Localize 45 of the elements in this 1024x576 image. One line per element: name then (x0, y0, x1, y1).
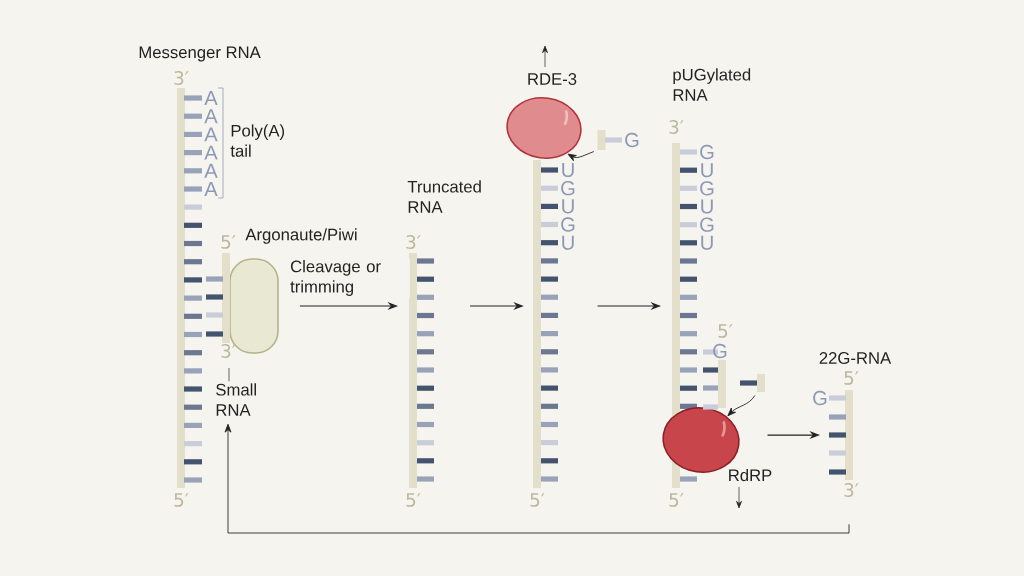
base-letter: A (204, 109, 218, 124)
base-letter: A (204, 145, 218, 160)
base-letter: G (713, 343, 727, 359)
text-label: Argonaute/Piwi (245, 228, 357, 244)
end-label: 3′ (844, 483, 859, 497)
end-label: 5′ (844, 371, 859, 385)
base-letter: G (625, 132, 639, 148)
base-letter: U (562, 199, 574, 214)
base-letter: G (700, 144, 714, 160)
base-letter: G (561, 217, 575, 232)
text-label: pUGylated RNA (673, 68, 751, 101)
arrow (567, 151, 595, 162)
base-letter: A (204, 182, 218, 196)
end-label: 3′ (221, 344, 236, 358)
arrow (224, 423, 850, 534)
text-label: Poly(A) tail (230, 124, 285, 157)
end-label: 5′ (221, 235, 236, 249)
end-label: 3′ (669, 120, 684, 134)
end-label: 5′ (530, 493, 545, 507)
base-letter: U (701, 163, 713, 178)
nucleotide (740, 374, 765, 392)
base-letter: A (204, 163, 218, 178)
edge-label: Cleavage or trimming (288, 258, 410, 298)
end-label: 5′ (406, 493, 421, 507)
base-letter: G (561, 181, 575, 196)
text-label: RdRP (729, 468, 772, 482)
base-letter: G (700, 181, 714, 196)
end-label: 3′ (174, 71, 189, 85)
end-label: 3′ (406, 235, 421, 249)
text-label: Truncated RNA (407, 180, 481, 213)
arrow (727, 394, 756, 417)
base-letter: U (562, 162, 574, 178)
end-label: 5′ (718, 324, 733, 338)
text-label: 22G-RNA (819, 352, 892, 364)
text-label: RDE-3 (528, 73, 577, 85)
base-letter: A (204, 127, 218, 142)
base-letter: G (813, 390, 827, 406)
base-letter: U (701, 199, 713, 214)
base-letter: G (700, 217, 714, 232)
base-letter: A (204, 91, 218, 105)
end-label: 5′ (174, 493, 189, 507)
base-letter: U (701, 235, 713, 250)
text-label: Small RNA (216, 383, 256, 416)
end-label: 5′ (669, 493, 684, 507)
base-letter: U (562, 235, 574, 250)
